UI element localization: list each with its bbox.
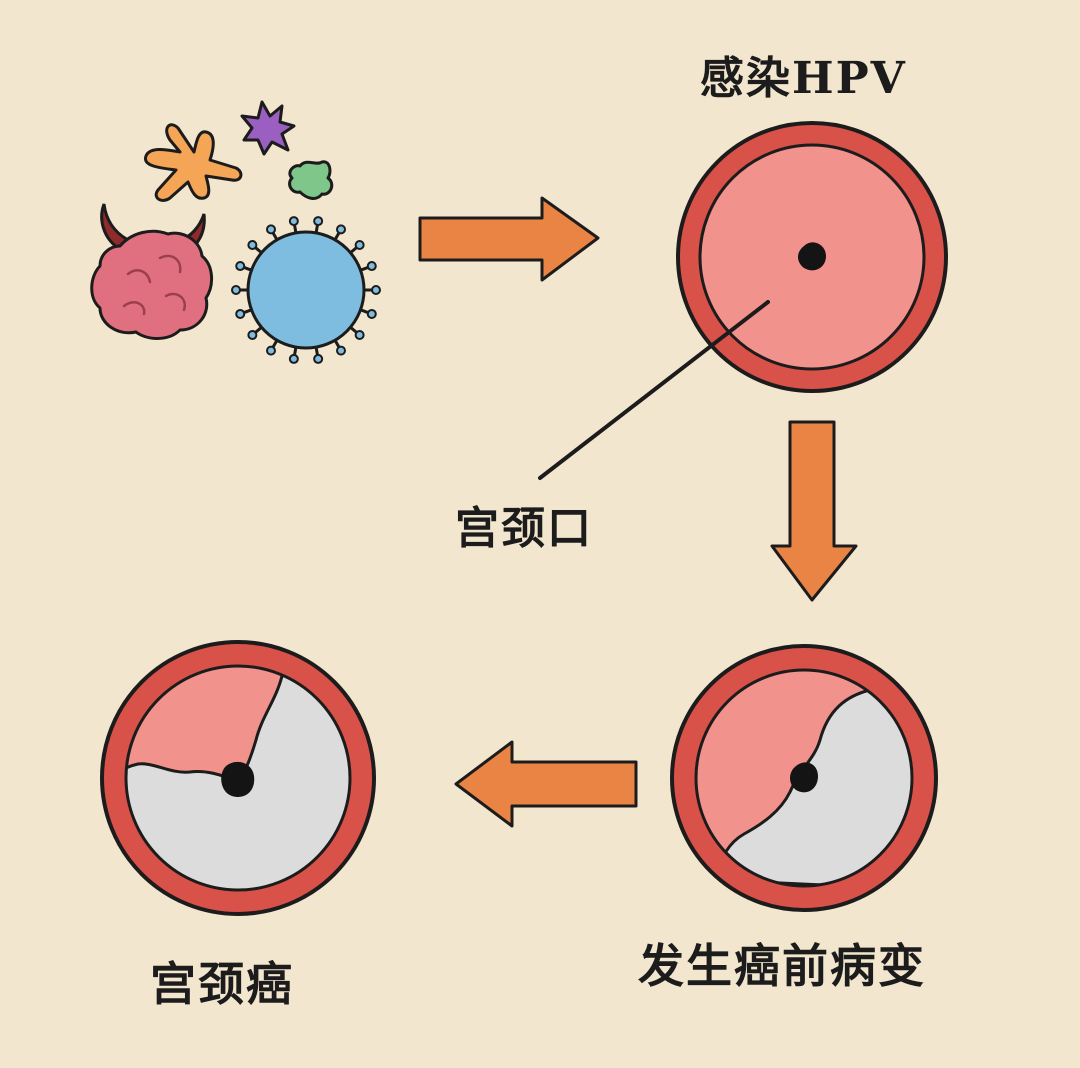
virus-icon: [231, 216, 381, 364]
arrow-right-icon: [418, 196, 600, 282]
label-cervix-os: 宫颈口: [455, 503, 593, 554]
label-cervical-cancer: 宫颈癌: [150, 957, 294, 1011]
cancer-cell-icon: [90, 229, 213, 340]
label-infection-hpv: 感染HPV: [700, 53, 907, 104]
cervix-os-pointer: [538, 300, 770, 480]
bacteria-icon: [144, 123, 243, 202]
cervix-healthy: [676, 121, 948, 393]
microbe-icon: [288, 160, 334, 200]
cervical-os-dot: [798, 242, 826, 271]
label-precancerous-lesion: 发生癌前病变: [638, 939, 926, 993]
pathogens-group: [90, 100, 381, 364]
arrow-left-icon: [454, 740, 638, 828]
germ-icon: [240, 100, 296, 156]
cervix-cancer: [100, 640, 376, 916]
arrow-down-icon: [770, 420, 858, 602]
cervix-precancer: [670, 644, 938, 912]
